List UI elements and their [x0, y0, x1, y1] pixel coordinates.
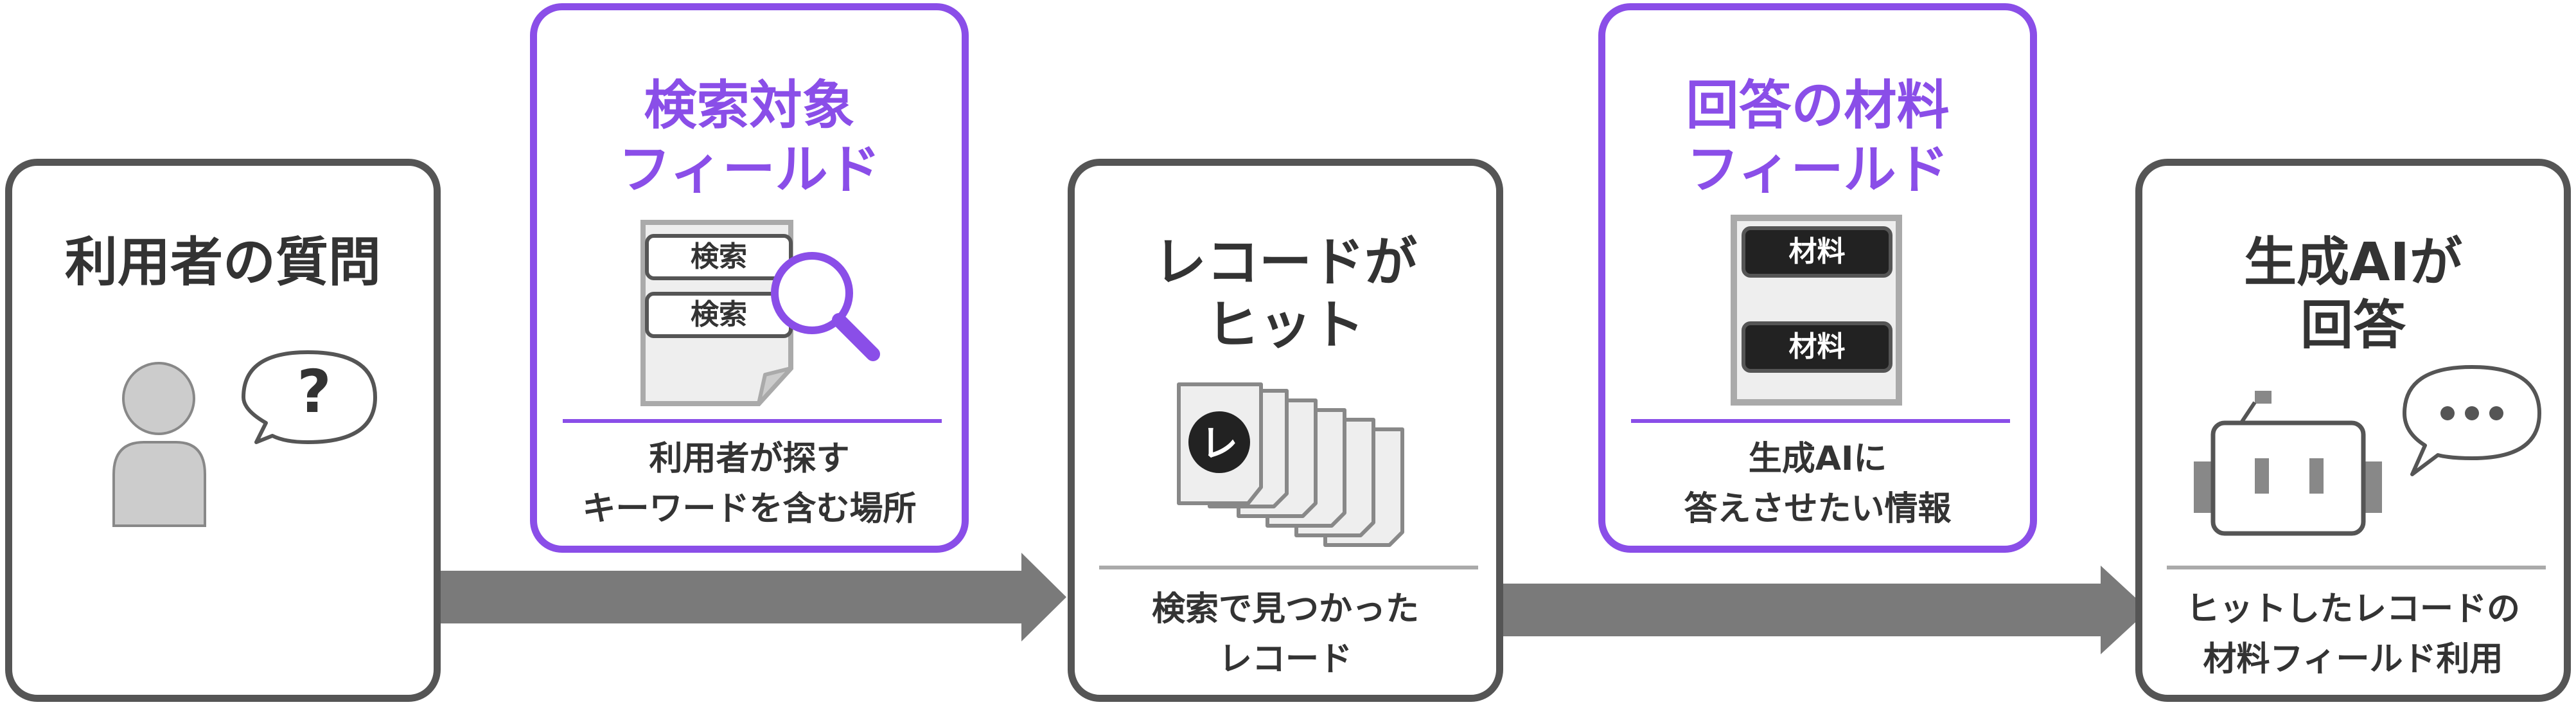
ai-answer-caption-line2: 材料フィールド利用: [2203, 640, 2503, 679]
search-field-divider: [563, 419, 942, 423]
ai-answer-box: 生成AIが 回答 ヒットしたレコードの 材料フィールド利用: [2135, 159, 2571, 702]
record-stack-icon: [1177, 382, 1404, 547]
user-question-box: 利用者の質問 ?: [5, 159, 441, 702]
ai-answer-title-line2: 回答: [2300, 295, 2406, 356]
speech-bubble-icon: [2403, 365, 2541, 476]
material-tag-1: 材料: [1742, 226, 1892, 278]
material-field-title-line2: フィールド: [1686, 139, 1949, 201]
search-field-caption-line1: 利用者が探す: [649, 440, 850, 478]
flow-arrow-1: [411, 553, 1066, 641]
magnifier-icon: [771, 252, 880, 361]
material-field-caption-line2: 答えさせたい情報: [1684, 490, 1952, 528]
ai-answer-caption-line1: ヒットしたレコードの: [2185, 590, 2520, 629]
question-bubble-icon: [242, 350, 377, 444]
material-field-title-line1: 回答の材料: [1686, 75, 1950, 136]
answer-material-field-box: 回答の材料 フィールド 材料 材料 生成AIに 答えさせたい情報: [1598, 3, 2037, 553]
material-field-caption-line1: 生成AIに: [1748, 440, 1887, 478]
record-hit-title-line2: ヒット: [1206, 295, 1364, 356]
question-mark: ?: [297, 357, 331, 426]
search-tag-2: 検索: [645, 292, 793, 338]
record-letter: レ: [1200, 422, 1238, 465]
flow-arrow-2: [1478, 566, 2149, 654]
record-hit-caption-line2: レコード: [1218, 640, 1352, 679]
user-question-title: 利用者の質問: [64, 232, 381, 293]
record-hit-box: レコードが ヒット レ 検索で見つかった レコード: [1068, 159, 1503, 702]
record-hit-caption-line1: 検索で見つかった: [1151, 590, 1419, 629]
search-field-title-line1: 検索対象: [644, 75, 855, 136]
user-icon: [112, 362, 206, 527]
material-field-divider: [1631, 419, 2010, 423]
ai-answer-title-line1: 生成AIが: [2244, 232, 2462, 293]
search-field-title-line2: フィールド: [618, 139, 881, 201]
record-hit-title-line1: レコードが: [1153, 232, 1417, 293]
ai-answer-divider: [2167, 566, 2546, 569]
search-tag-1: 検索: [645, 234, 793, 280]
material-tag-2: 材料: [1742, 321, 1892, 373]
robot-icon: [2194, 391, 2382, 536]
search-field-caption-line2: キーワードを含む場所: [582, 490, 917, 528]
search-target-field-box: 検索対象 フィールド 検索 検索 利用者が探す キーワードを含む場所: [530, 3, 969, 553]
record-hit-divider: [1099, 566, 1478, 569]
